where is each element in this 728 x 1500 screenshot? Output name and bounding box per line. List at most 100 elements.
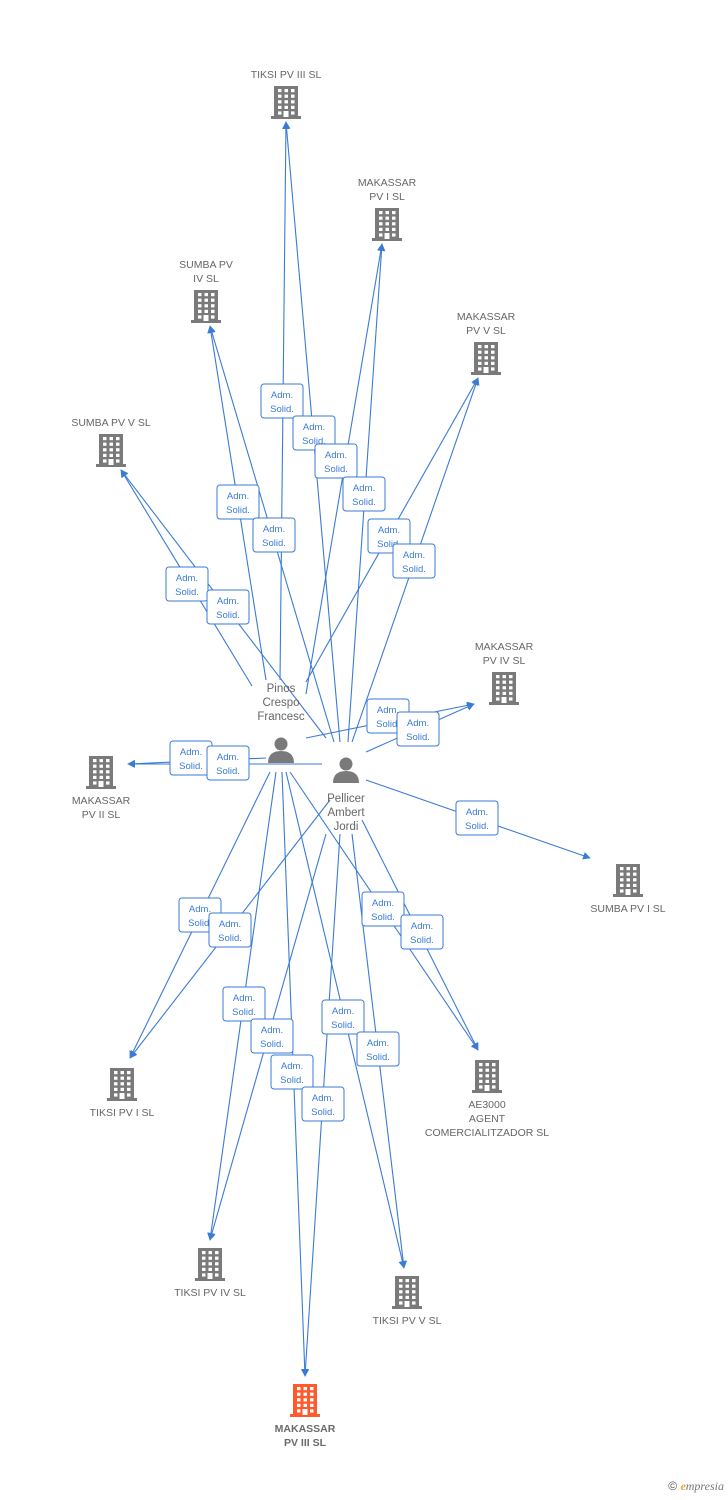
relation-label-text: Adm. <box>372 898 394 909</box>
relation-label-text: Adm. <box>281 1061 303 1072</box>
relation-label-box <box>165 566 209 602</box>
relation-label-text: Adm. <box>303 422 325 433</box>
relation-label-text: Solid. <box>376 719 400 730</box>
company-node-tiksi-pv-iii[interactable]: TIKSI PV III SL <box>251 69 322 119</box>
relation-label-text: Adm. <box>217 596 239 607</box>
relation-label[interactable]: Adm.Solid. <box>208 912 252 948</box>
company-label: TIKSI PV III SL <box>251 69 322 81</box>
relation-label[interactable]: Adm.Solid. <box>396 711 440 747</box>
building-icon <box>271 86 301 119</box>
company-label: TIKSI PV I SL <box>90 1107 155 1119</box>
footer-brand: © empresia <box>668 1479 724 1494</box>
building-icon <box>191 290 221 323</box>
company-label: SUMBA PV I SL <box>590 903 665 915</box>
relation-label-box <box>206 589 250 625</box>
relation-label-text: Solid. <box>302 436 326 447</box>
building-icon <box>392 1276 422 1309</box>
relation-label-text: Solid. <box>410 935 434 946</box>
relation-label[interactable]: Adm. Solid. <box>206 589 250 625</box>
relation-label-text: Adm. <box>378 525 400 536</box>
relation-label-box <box>400 914 444 950</box>
relation-label-box <box>250 1018 294 1054</box>
company-node-tiksi-pv-iv[interactable]: TIKSI PV IV SL <box>174 1248 246 1299</box>
empresia-logo: empresia <box>680 1479 724 1493</box>
company-label: MAKASSAR <box>72 795 131 807</box>
company-label: AE3000 <box>468 1099 506 1111</box>
relation-label[interactable]: Adm.Solid. <box>342 476 386 512</box>
company-label: AGENT <box>469 1113 506 1125</box>
relation-label-text: Solid. <box>280 1075 304 1086</box>
relation-label-text: Adm. <box>217 752 239 763</box>
relation-label[interactable]: Adm.Solid. <box>455 800 499 836</box>
relation-label[interactable]: Adm.Solid. <box>222 986 266 1022</box>
relation-label[interactable]: Adm.Solid. <box>314 443 358 479</box>
company-node-sumba-pv-iv[interactable]: SUMBA PV IV SL <box>179 259 233 323</box>
relation-label-box <box>292 415 336 451</box>
relation-label[interactable]: Adm.Solid. <box>356 1031 400 1067</box>
building-icon <box>96 434 126 467</box>
building-icon <box>107 1068 137 1101</box>
relation-label-box <box>356 1031 400 1067</box>
relation-label[interactable]: Adm.Solid. <box>250 1018 294 1054</box>
relation-label-text: Solid. <box>226 505 250 516</box>
relation-label-text: Adm. <box>263 524 285 535</box>
relation-label[interactable]: Adm.Solid. <box>252 517 296 553</box>
relation-label[interactable]: Adm.Solid. <box>169 740 213 776</box>
relation-label[interactable]: Adm.Solid. <box>206 745 250 781</box>
relation-label[interactable]: Adm.Solid. <box>321 999 365 1035</box>
relation-label-box <box>396 711 440 747</box>
relation-label-text: Solid. <box>216 610 240 621</box>
relation-label-text: Solid. <box>188 918 212 929</box>
relation-label-box <box>216 484 260 520</box>
relation-label-text: Solid. <box>179 761 203 772</box>
company-label: IV SL <box>193 273 219 285</box>
company-label: SUMBA PV V SL <box>71 417 151 429</box>
relation-label-text: Solid. <box>218 933 242 944</box>
relation-label[interactable]: Adm.Solid. <box>301 1086 345 1122</box>
relation-label-text: Adm. <box>332 1006 354 1017</box>
relation-label-text: Adm. <box>189 904 211 915</box>
relation-label-text: Adm. <box>233 993 255 1004</box>
relation-label-text: Adm. <box>261 1025 283 1036</box>
relation-label[interactable]: Adm. Solid. <box>361 891 405 927</box>
relation-label-text: Adm. <box>312 1093 334 1104</box>
relation-label[interactable]: Adm. Solid. <box>270 1054 314 1090</box>
relation-label-text: Adm. <box>411 921 433 932</box>
company-node-tiksi-pv-i[interactable]: TIKSI PV I SL <box>90 1068 155 1119</box>
company-node-tiksi-pv-v[interactable]: TIKSI PV V SL <box>373 1276 442 1327</box>
relation-label[interactable]: Adm.Solid. <box>260 383 304 419</box>
company-label: COMERCIALITZADOR SL <box>425 1127 549 1139</box>
building-icon <box>290 1384 320 1417</box>
relation-label-box <box>206 745 250 781</box>
relation-label[interactable]: Adm.Solid. <box>216 484 260 520</box>
relation-label[interactable]: Adm.Solid. <box>165 566 209 602</box>
relation-label[interactable]: Adm. Solid. <box>400 914 444 950</box>
relation-label[interactable]: Adm. Solid. <box>292 415 336 451</box>
relation-label-box <box>260 383 304 419</box>
relation-label-text: Solid. <box>270 404 294 415</box>
company-node-sumba-pv-v[interactable]: SUMBA PV V SL <box>71 417 151 467</box>
building-icon <box>613 864 643 897</box>
relation-label-text: Solid. <box>371 912 395 923</box>
relation-label-text: Solid. <box>175 587 199 598</box>
company-node-sumba-pv-i[interactable]: SUMBA PV I SL <box>590 864 666 915</box>
relation-labels-layer: Adm. Solid. Adm. Solid. Adm. Solid. Adm. Solid.… <box>165 383 499 1122</box>
relation-label-box <box>455 800 499 836</box>
copyright-symbol: © <box>668 1479 678 1493</box>
relation-label-text: Adm. <box>325 450 347 461</box>
company-label: MAKASSAR <box>457 311 516 323</box>
relation-label-text: Adm. <box>407 718 429 729</box>
relation-label-text: Adm. <box>403 550 425 561</box>
company-label: SUMBA PV <box>179 259 233 271</box>
relation-label-box <box>314 443 358 479</box>
relation-label-box <box>270 1054 314 1090</box>
relation-label[interactable]: Adm.Solid. <box>392 543 436 579</box>
